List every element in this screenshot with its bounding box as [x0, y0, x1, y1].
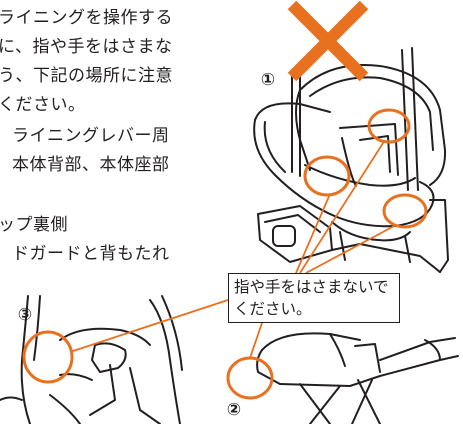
- leader-line-cushion: [69, 299, 229, 353]
- leader-line-seat: [305, 224, 397, 274]
- leader-line-base: [249, 322, 263, 359]
- instruction-line-3: う、下記の場所に注意: [0, 66, 173, 86]
- hazard-circle-cushion: [22, 330, 74, 384]
- hazard-circle-lever: [367, 108, 411, 144]
- hazard-item-1b: 本体背部、本体座部: [12, 155, 170, 175]
- marker-1: ①: [260, 70, 276, 90]
- marker-3: ③: [17, 305, 33, 325]
- leader-line-lever: [299, 139, 386, 274]
- prohibited-x-icon: [287, 0, 369, 82]
- chair-reclined-drawing: [256, 332, 459, 424]
- leader-line-back: [295, 193, 331, 274]
- callout-line-1: 指や手をはさまないで: [234, 278, 389, 296]
- warning-callout: 指や手をはさまないで ください。: [228, 273, 400, 323]
- hazard-circle-seat: [382, 193, 428, 229]
- hazard-item-1a: ライニングレバー周: [12, 126, 170, 146]
- instruction-line-4: ください。: [0, 95, 86, 115]
- instruction-line-1: ライニングを操作する: [0, 8, 173, 28]
- chair-main-drawing: [253, 47, 449, 273]
- marker-2: ②: [226, 400, 242, 420]
- hazard-circle-back: [303, 155, 351, 197]
- callout-line-2: ください。: [234, 300, 312, 318]
- instruction-line-2: に、指や手をはさまな: [0, 37, 173, 57]
- seat-closeup-drawing: [0, 295, 183, 424]
- hazard-item-3: ドガードと背もたれ: [12, 244, 170, 264]
- hazard-item-2: ップ裏側: [0, 215, 68, 235]
- hazard-circle-base: [226, 356, 274, 400]
